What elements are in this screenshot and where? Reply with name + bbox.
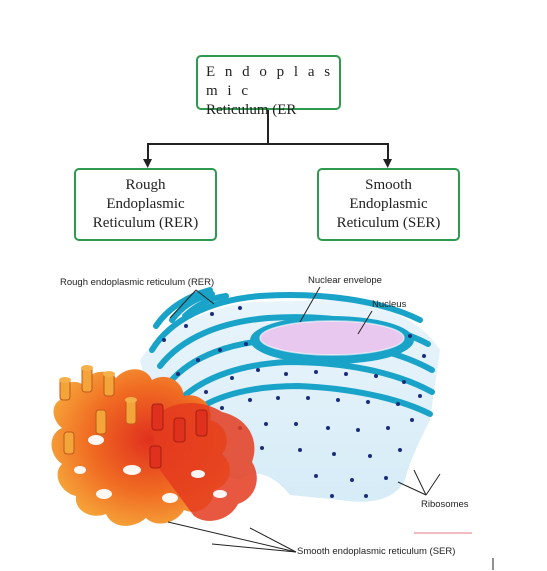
nucleus [260, 321, 404, 355]
leader-lines [167, 286, 472, 553]
label-nuclear-envelope: Nuclear envelope [308, 275, 382, 286]
ser-line2: Endoplasmic [349, 196, 428, 212]
ser-line3: Reticulum (SER) [336, 215, 441, 231]
er-root-line1: E n d o p l a s m i c [206, 64, 334, 99]
er-root-line2: Reticulum (ER [206, 102, 297, 118]
label-ser: Smooth endoplasmic reticulum (SER) [297, 546, 456, 557]
er-root-box: E n d o p l a s m i c Reticulum (ER [196, 55, 341, 118]
rer-line2: Endoplasmic [106, 196, 185, 212]
connector-vertical-top [267, 110, 269, 144]
ser-box: Smooth Endoplasmic Reticulum (SER) [317, 168, 460, 241]
label-rer: Rough endoplasmic reticulum (RER) [60, 277, 215, 288]
ser-network [51, 365, 257, 526]
ser-line1: Smooth [365, 177, 412, 193]
connector-right-drop [387, 143, 389, 160]
rer-line3: Reticulum (RER) [92, 215, 199, 231]
connector-left-drop [147, 143, 149, 160]
rer-line1: Rough [125, 177, 166, 193]
rer-box: Rough Endoplasmic Reticulum (RER) [74, 168, 217, 241]
label-ribosomes: Ribosomes [421, 499, 469, 510]
label-nucleus: Nucleus [372, 299, 407, 310]
ribosomes-dots [162, 306, 426, 498]
connector-horizontal [147, 143, 388, 145]
